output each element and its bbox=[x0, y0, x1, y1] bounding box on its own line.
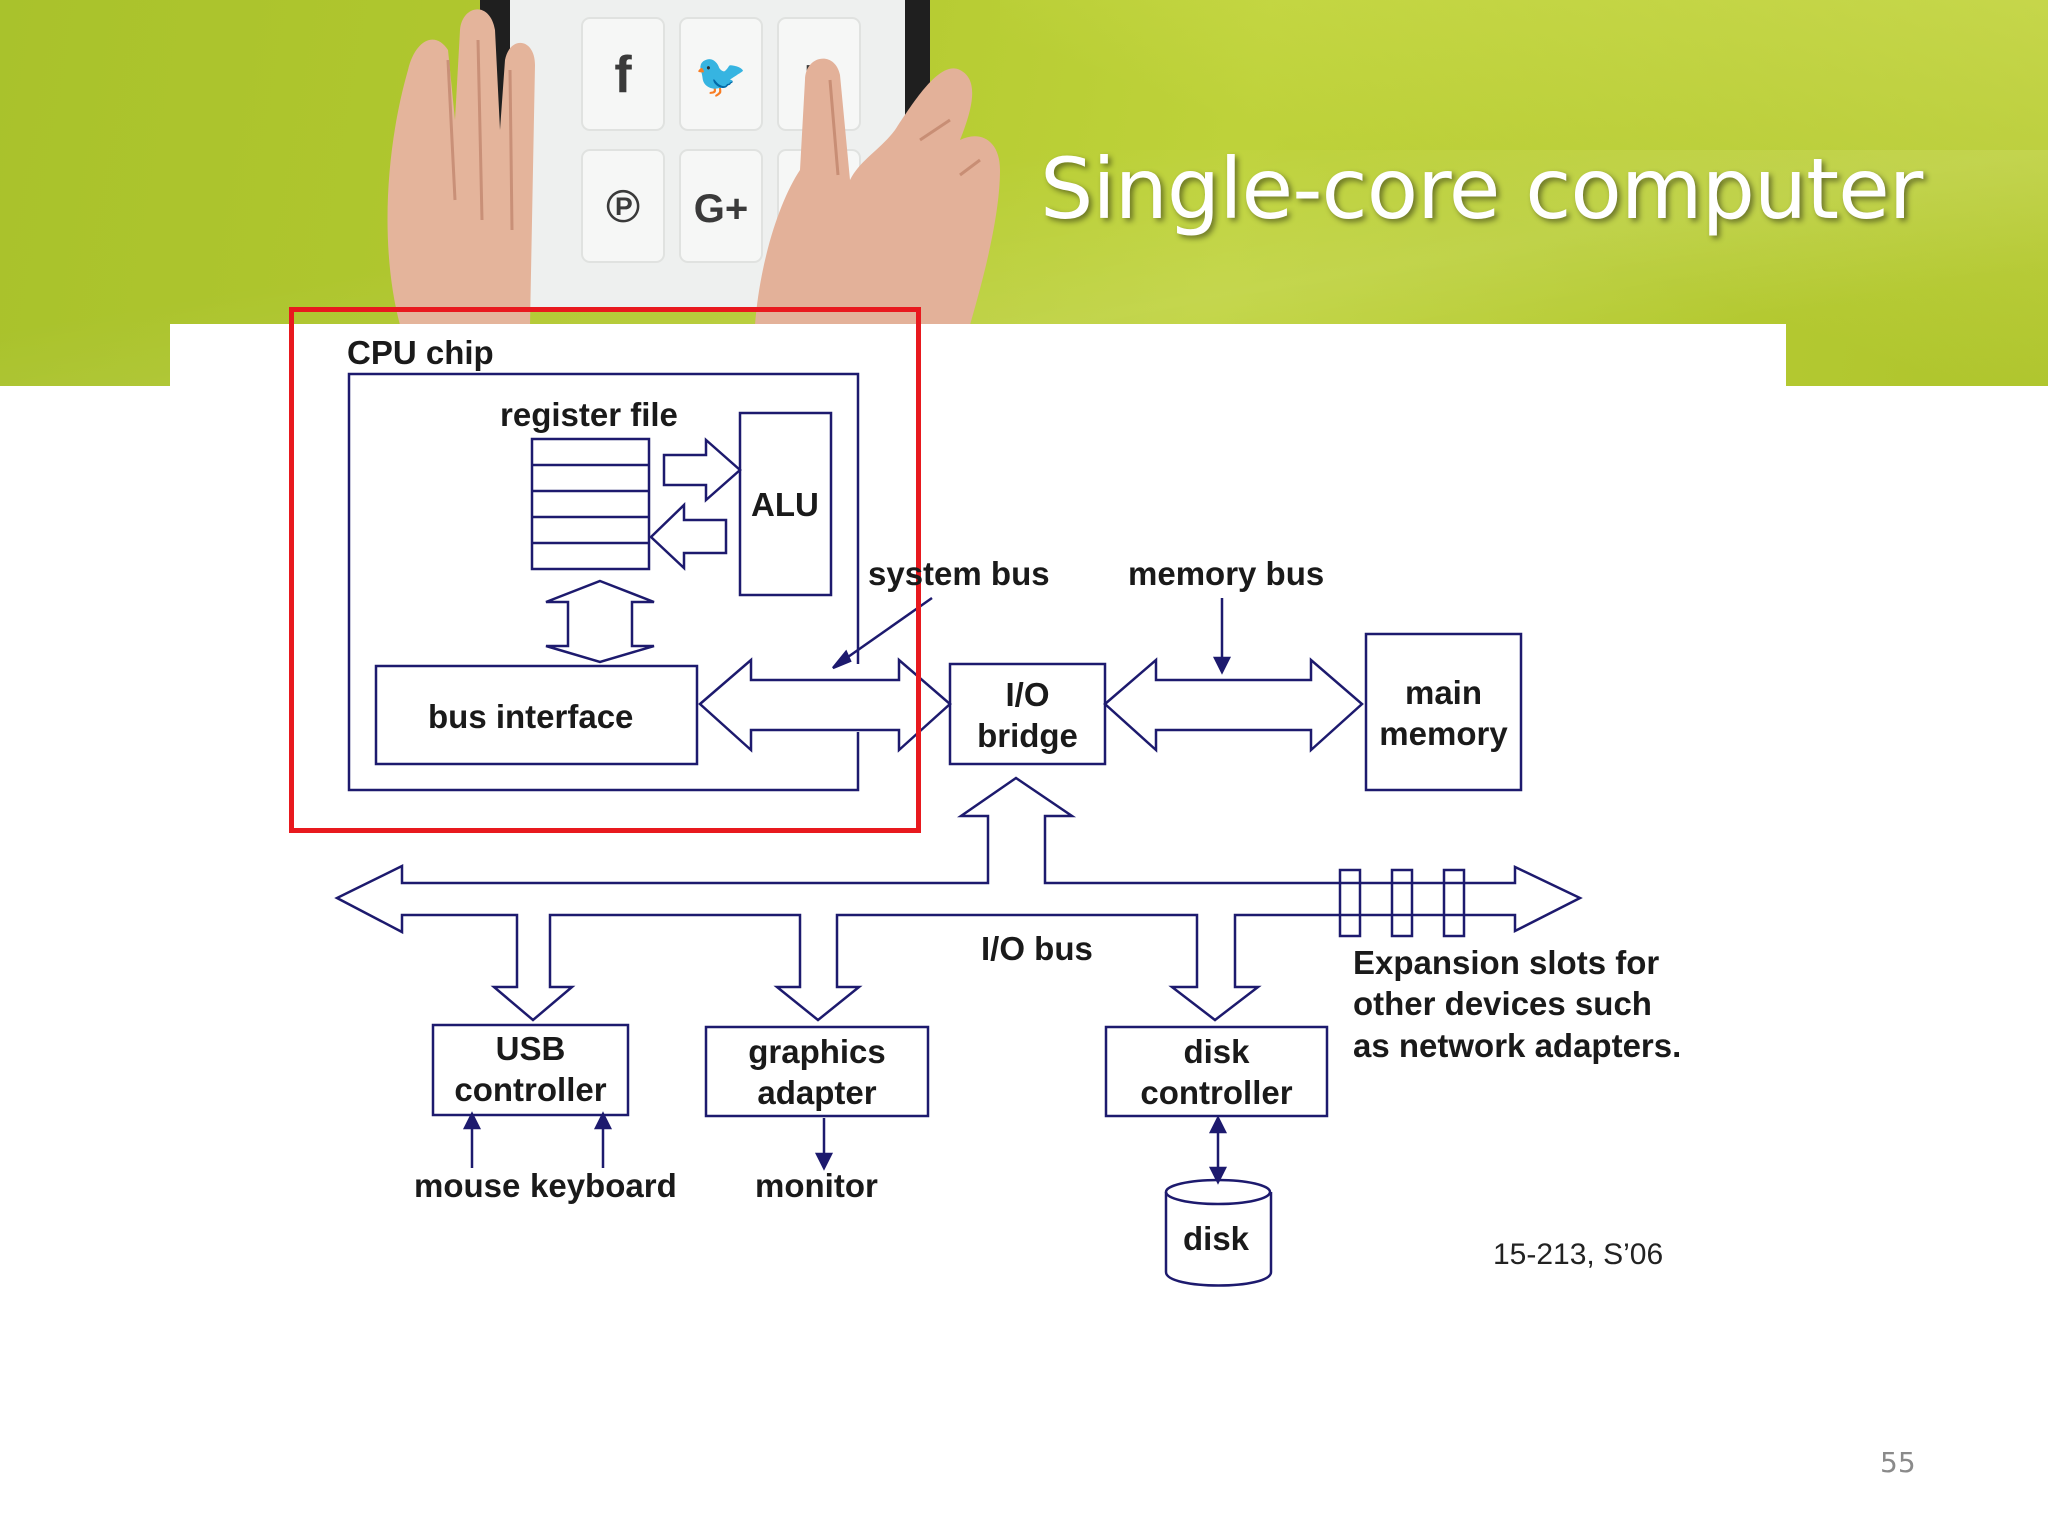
page-number: 55 bbox=[1880, 1446, 1916, 1479]
keyboard-label: keyboard bbox=[530, 1167, 677, 1204]
disk-controller-line-1: disk bbox=[1183, 1033, 1250, 1070]
main-memory-box bbox=[1364, 632, 1523, 792]
usb-controller-box bbox=[431, 1023, 630, 1117]
expansion-note-line-2: other devices such bbox=[1353, 985, 1652, 1023]
disk-controller-box bbox=[1104, 1025, 1329, 1118]
usb-controller-label: USB controller bbox=[433, 1028, 628, 1111]
slide-title: Single-core computer bbox=[1040, 140, 1923, 238]
register-file-label: register file bbox=[500, 396, 678, 433]
register-file-cells bbox=[530, 437, 651, 571]
graphics-adapter-box bbox=[704, 1025, 930, 1118]
disk-controller-line-2: controller bbox=[1140, 1074, 1293, 1112]
io-bridge-line-1: I/O bbox=[1005, 676, 1050, 713]
monitor-label: monitor bbox=[755, 1167, 878, 1204]
alu-box bbox=[738, 411, 833, 597]
banner-light-ray bbox=[1000, 0, 2048, 386]
expansion-note-line-3: as network adapters. bbox=[1353, 1026, 1682, 1064]
diagram-panel bbox=[170, 324, 1786, 1424]
facebook-icon: f bbox=[614, 46, 632, 104]
bus-interface-label: bus interface bbox=[428, 698, 634, 735]
pinterest-icon: ℗ bbox=[606, 180, 640, 232]
cpu-chip-label: CPU chip bbox=[347, 334, 494, 371]
disk-label: disk bbox=[1183, 1220, 1250, 1257]
io-bus-outline bbox=[334, 776, 1583, 1022]
system-bus-label: system bus bbox=[868, 555, 1050, 592]
main-memory-line-1: main bbox=[1404, 674, 1483, 711]
graphics-adapter-line-2: adapter bbox=[757, 1074, 877, 1112]
alu-to-reg-arrow bbox=[649, 502, 728, 571]
cpu-highlight-box bbox=[289, 307, 921, 833]
cpu-chip-outline bbox=[347, 372, 860, 792]
io-bridge-box bbox=[948, 662, 1107, 766]
main-memory-label: main memory bbox=[1366, 672, 1521, 755]
usb-controller-line-1: USB bbox=[495, 1030, 566, 1067]
io-bridge-label: I/O bridge bbox=[950, 674, 1105, 757]
tablet-hands-photo: f 🐦 ◘ ℗ G+ V bbox=[387, 0, 1000, 325]
graphics-adapter-line-1: graphics bbox=[748, 1033, 886, 1070]
source-citation: 15-213, S’06 bbox=[1493, 1238, 1664, 1271]
expansion-slots-note: Expansion slots for other devices such a… bbox=[1353, 942, 1681, 1066]
mouse-label: mouse bbox=[414, 1167, 521, 1204]
left-hand bbox=[387, 9, 535, 325]
graphics-adapter-label: graphics adapter bbox=[706, 1031, 928, 1114]
io-bridge-line-2: bridge bbox=[977, 717, 1078, 755]
reg-to-alu-arrow bbox=[662, 437, 742, 503]
bus-interface-box bbox=[374, 664, 699, 766]
expansion-slots bbox=[1338, 868, 1466, 938]
memory-bus-label: memory bus bbox=[1128, 555, 1325, 592]
expansion-note-line-1: Expansion slots for bbox=[1353, 944, 1660, 981]
io-bus-label: I/O bus bbox=[981, 930, 1093, 967]
reg-bus-double-arrow bbox=[545, 579, 655, 664]
twitter-icon: 🐦 bbox=[695, 52, 747, 99]
main-memory-line-2: memory bbox=[1379, 715, 1508, 753]
right-hand bbox=[755, 58, 1000, 325]
memory-bus-arrow bbox=[1103, 657, 1364, 753]
google-plus-icon: G+ bbox=[694, 187, 748, 231]
usb-controller-line-2: controller bbox=[454, 1071, 607, 1109]
disk-controller-label: disk controller bbox=[1106, 1031, 1327, 1114]
alu-label: ALU bbox=[751, 486, 819, 523]
header-banner: f 🐦 ◘ ℗ G+ V Single-core computer bbox=[0, 0, 2048, 386]
